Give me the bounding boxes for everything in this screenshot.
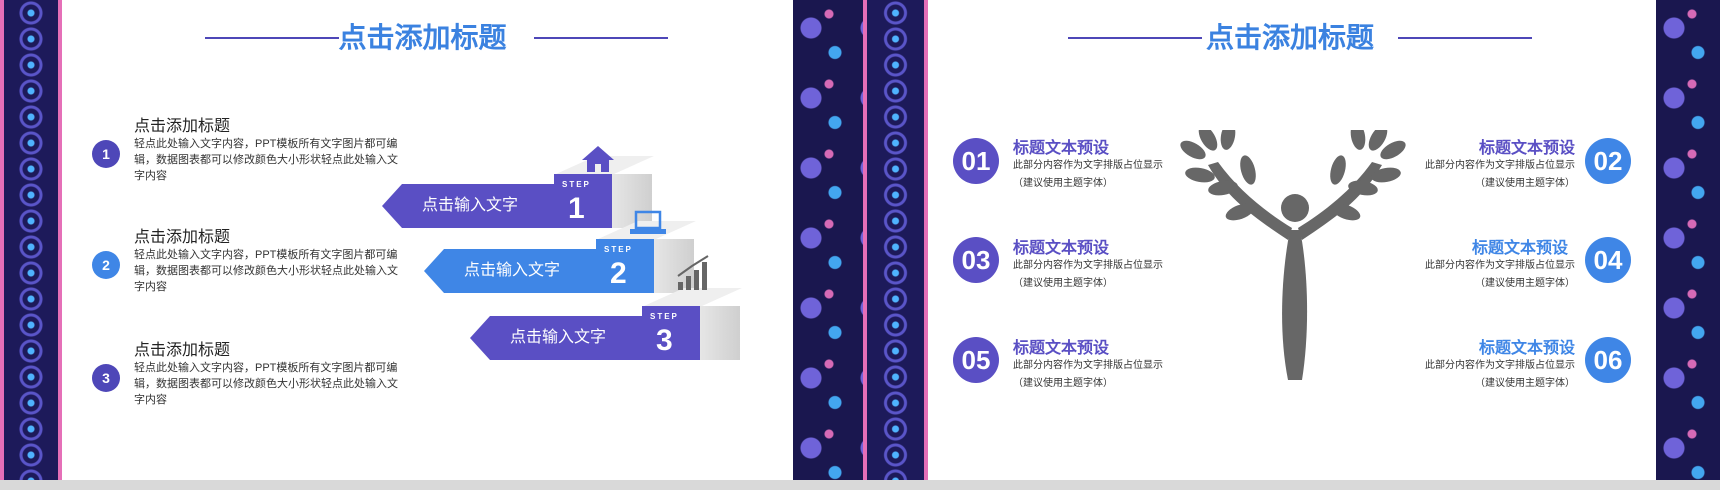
item-title[interactable]: 点击添加标题 [134, 118, 231, 135]
page-title[interactable]: 点击添加标题 [1205, 22, 1374, 53]
item-desc-line1[interactable]: 此部分内容作为文字排版占位显示 [1013, 360, 1163, 371]
item-number: 1 [92, 140, 120, 168]
item-desc-line1[interactable]: 此部分内容作为文字排版占位显示 [1013, 160, 1163, 171]
item-title[interactable]: 点击添加标题 [134, 342, 231, 359]
left-ornament-border [0, 0, 62, 480]
number-badge: 05 [953, 337, 999, 383]
step-label: STEP [650, 312, 679, 321]
page-title[interactable]: 点击添加标题 [338, 22, 507, 53]
item-desc[interactable]: 轻点此处输入文字内容，PPT模板所有文字图片都可编辑，数据图表都可以修改颜色大小… [134, 138, 398, 182]
item-desc[interactable]: 轻点此处输入文字内容，PPT模板所有文字图片都可编辑，数据图表都可以修改颜色大小… [134, 249, 398, 293]
step-number: 2 [610, 257, 627, 290]
item-title[interactable]: 标题文本预设 [1013, 140, 1110, 157]
item-desc-line2[interactable]: （建议使用主题字体） [1013, 378, 1113, 389]
number-badge: 04 [1585, 237, 1631, 283]
item-desc-line2[interactable]: （建议使用主题字体） [1475, 178, 1575, 189]
slide1-title-bar: 点击添加标题 [62, 18, 793, 58]
number-badge: 03 [953, 237, 999, 283]
title-rule-right [1398, 37, 1532, 39]
chart-icon [677, 255, 709, 290]
title-rule-right [534, 37, 668, 39]
middle-ornament-border-inner [863, 0, 928, 480]
title-rule-left [1068, 37, 1202, 39]
item-desc-line2[interactable]: （建议使用主题字体） [1475, 278, 1575, 289]
step-side-face [612, 174, 652, 228]
item-desc-line2[interactable]: （建议使用主题字体） [1475, 378, 1575, 389]
item-number: 2 [92, 251, 120, 279]
item-desc-line1[interactable]: 此部分内容作为文字排版占位显示 [1425, 160, 1575, 171]
home-icon [582, 146, 614, 172]
step-banner[interactable]: 点击输入文字 [470, 316, 646, 360]
number-badge: 02 [1585, 138, 1631, 184]
item-desc-line1[interactable]: 此部分内容作为文字排版占位显示 [1425, 360, 1575, 371]
slide-tree: 点击添加标题 01 标题文本预设 此部分内容作为文字排版占位显示 （建议使用主题… [928, 0, 1656, 480]
middle-ornament-border [793, 0, 863, 480]
item-desc-line2[interactable]: （建议使用主题字体） [1013, 278, 1113, 289]
step-front-face: STEP 2 [596, 239, 654, 293]
step-banner[interactable]: 点击输入文字 [382, 184, 558, 228]
item-number: 3 [92, 364, 120, 392]
item-title[interactable]: 标题文本预设 [1471, 240, 1568, 257]
tree-person-icon [1180, 130, 1406, 380]
number-badge: 01 [953, 138, 999, 184]
step-front-face: STEP 3 [642, 306, 700, 360]
item-title[interactable]: 点击添加标题 [134, 229, 231, 246]
right-ornament-border [1656, 0, 1720, 480]
item-desc-line2[interactable]: （建议使用主题字体） [1013, 178, 1113, 189]
step-number: 3 [656, 324, 673, 357]
slide2-title-bar: 点击添加标题 [928, 18, 1656, 58]
number-badge: 06 [1585, 337, 1631, 383]
step-label: STEP [562, 180, 591, 189]
item-title[interactable]: 标题文本预设 [1013, 340, 1110, 357]
item-desc-line1[interactable]: 此部分内容作为文字排版占位显示 [1425, 260, 1575, 271]
item-title[interactable]: 标题文本预设 [1013, 240, 1110, 257]
slide-steps: 点击添加标题 1 点击添加标题 轻点此处输入文字内容，PPT模板所有文字图片都可… [62, 0, 793, 480]
step-front-face: STEP 1 [554, 174, 612, 228]
step-number: 1 [568, 192, 585, 225]
item-desc-line1[interactable]: 此部分内容作为文字排版占位显示 [1013, 260, 1163, 271]
step-label: STEP [604, 245, 633, 254]
laptop-icon [630, 210, 666, 234]
item-desc[interactable]: 轻点此处输入文字内容，PPT模板所有文字图片都可编辑，数据图表都可以修改颜色大小… [134, 362, 398, 406]
title-rule-left [205, 37, 339, 39]
step-side-face [700, 306, 740, 360]
item-title[interactable]: 标题文本预设 [1478, 140, 1575, 157]
step-banner[interactable]: 点击输入文字 [424, 249, 600, 293]
item-title[interactable]: 标题文本预设 [1478, 340, 1575, 357]
